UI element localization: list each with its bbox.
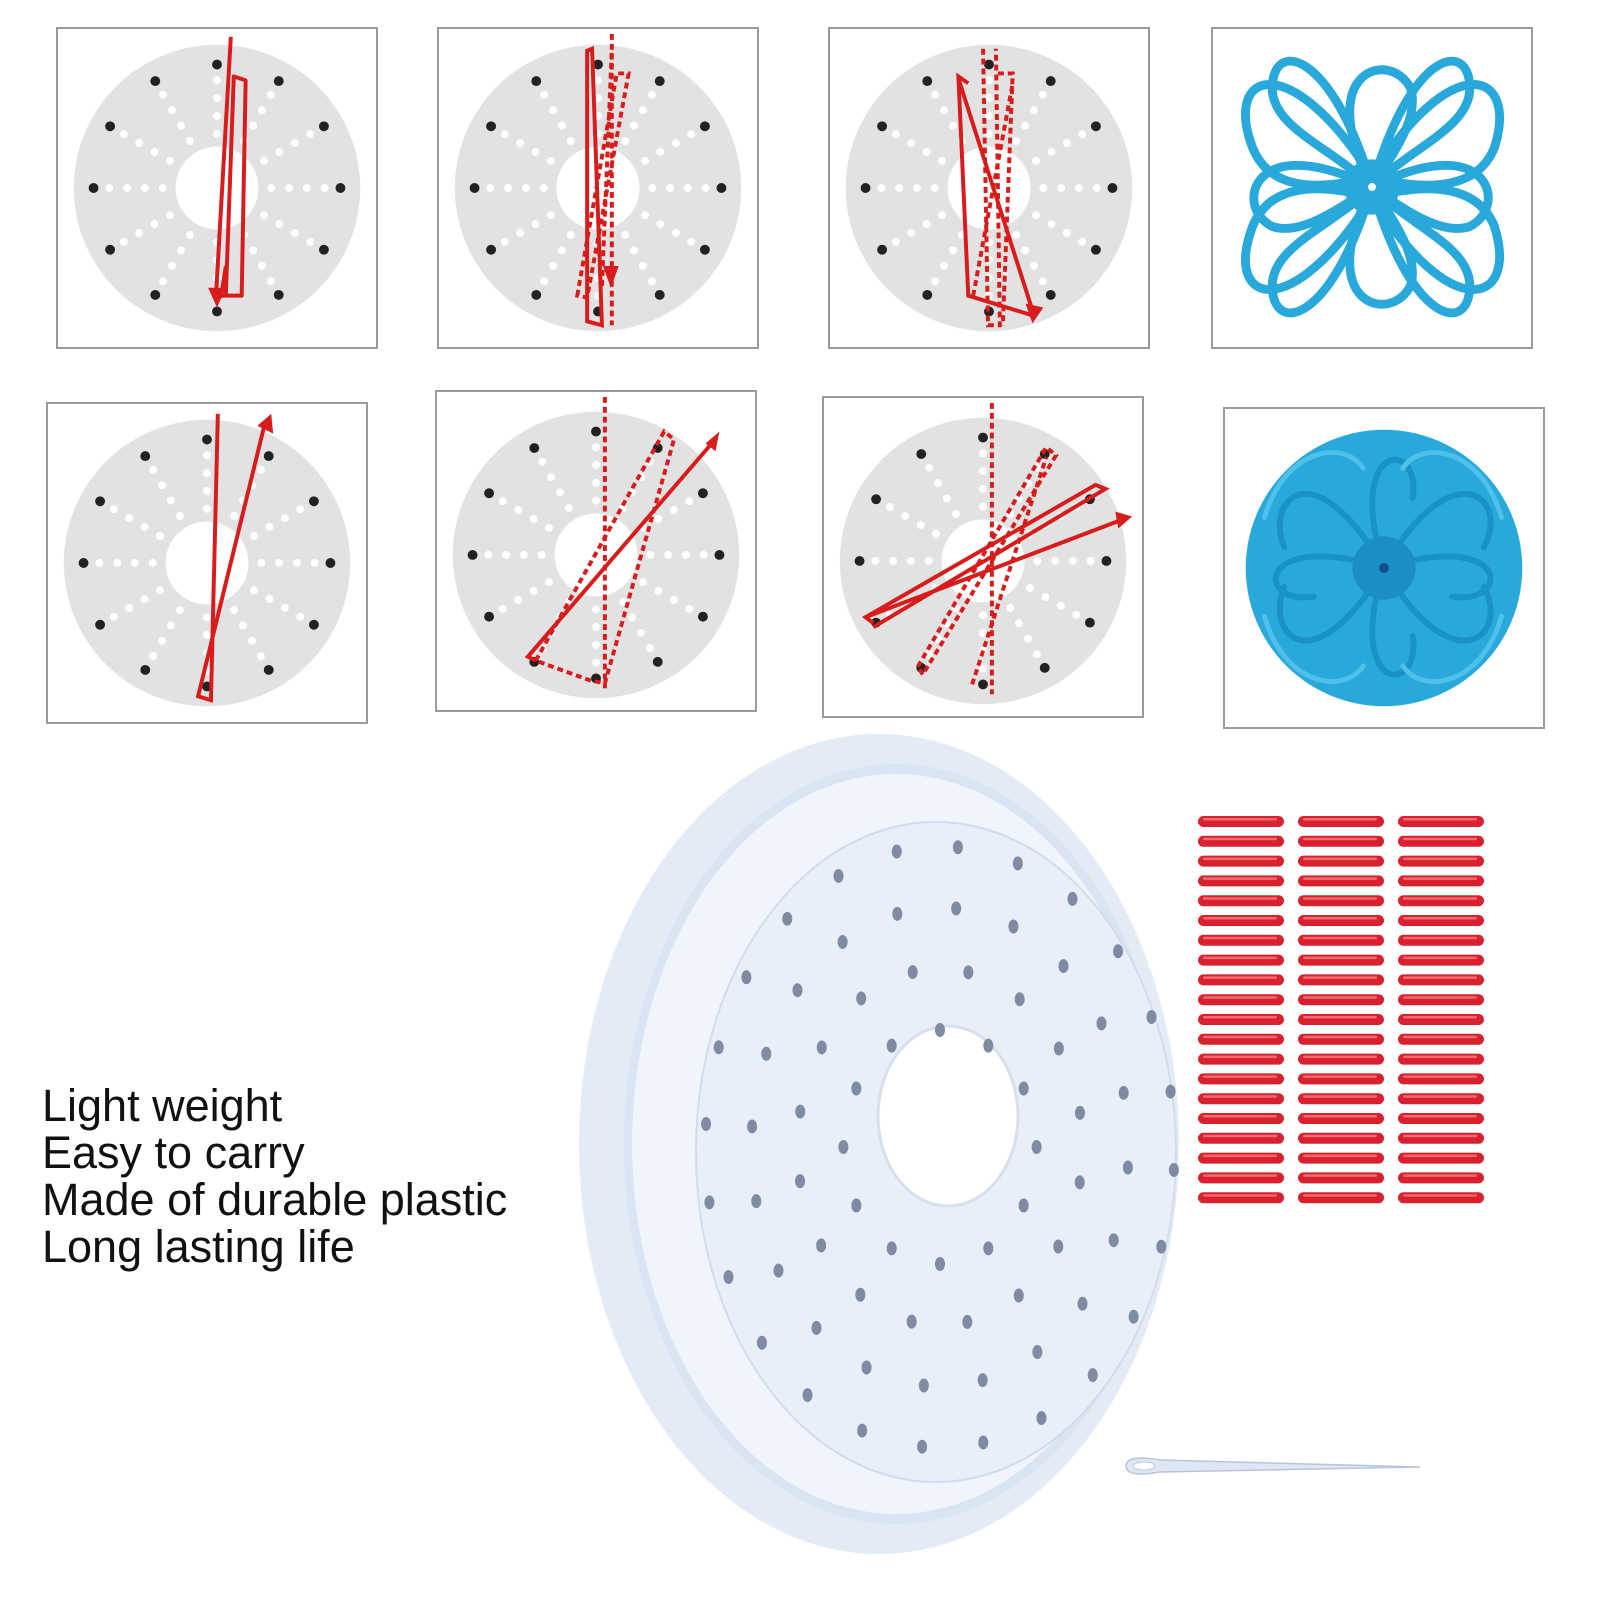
- red-pin: [1298, 895, 1384, 907]
- red-pin: [1398, 855, 1484, 867]
- red-pin: [1398, 1113, 1484, 1124]
- red-pins: [1195, 812, 1490, 1212]
- pompom-round-photo: [1245, 429, 1523, 707]
- red-pin: [1198, 1172, 1284, 1184]
- red-pin: [1298, 1132, 1384, 1144]
- red-pin: [1398, 1053, 1484, 1065]
- red-pin: [1198, 974, 1284, 986]
- red-pin: [1298, 974, 1384, 986]
- feature-item: Easy to carry: [42, 1127, 305, 1178]
- loom-disc: [578, 732, 1180, 1556]
- red-pin: [1298, 855, 1384, 867]
- red-pin: [1298, 1192, 1384, 1204]
- red-pin: [1398, 1172, 1484, 1184]
- red-pin: [1398, 1033, 1484, 1045]
- red-pin: [1398, 1014, 1484, 1025]
- yarn-needle: [1120, 1448, 1425, 1482]
- feature-item: Long lasting life: [42, 1221, 355, 1272]
- red-pin: [1198, 1073, 1284, 1085]
- red-pin: [1398, 1093, 1484, 1105]
- red-pin: [1398, 1152, 1484, 1164]
- red-pin: [1198, 954, 1284, 966]
- red-pin: [1298, 994, 1384, 1006]
- red-pin: [1298, 915, 1384, 926]
- red-pin: [1298, 1093, 1384, 1105]
- red-pin: [1198, 895, 1284, 907]
- red-pin: [1398, 895, 1484, 907]
- red-pin: [1298, 816, 1384, 827]
- pattern-diagram-icon: [63, 413, 351, 707]
- red-pin: [1398, 835, 1484, 847]
- feature-item: Light weight: [42, 1080, 283, 1131]
- pompom-square-photo: [1241, 56, 1504, 318]
- red-pin: [1298, 1073, 1384, 1085]
- pompom-square-result: [1211, 27, 1533, 349]
- pattern-diagram-icon: [73, 36, 361, 332]
- red-pin: [1398, 915, 1484, 926]
- step-diagram-row1-1: [56, 27, 378, 349]
- red-pin: [1298, 875, 1384, 887]
- red-pin: [1198, 994, 1284, 1006]
- red-pin: [1198, 875, 1284, 887]
- red-pin: [1198, 1192, 1284, 1204]
- red-pin: [1198, 1053, 1284, 1065]
- red-pin: [1298, 1014, 1384, 1025]
- feature-item: Made of durable plastic: [42, 1174, 508, 1225]
- red-pin: [1298, 835, 1384, 847]
- red-pin: [1398, 1073, 1484, 1085]
- red-pin: [1198, 816, 1284, 827]
- red-pin: [1298, 934, 1384, 946]
- pompom-round-result: [1223, 407, 1545, 729]
- red-pins-illustration: [1198, 816, 1484, 1204]
- step-diagram-row1-2: [437, 27, 759, 349]
- red-pin: [1198, 934, 1284, 946]
- red-pin: [1398, 934, 1484, 946]
- red-pin: [1398, 1132, 1484, 1144]
- red-pin: [1398, 1192, 1484, 1204]
- red-pin: [1398, 994, 1484, 1006]
- red-pin: [1398, 974, 1484, 986]
- pattern-diagram-icon: [452, 396, 740, 699]
- loom-disc-illustration: [579, 734, 1179, 1554]
- red-pin: [1398, 954, 1484, 966]
- step-diagram-row2-1: [46, 402, 368, 724]
- red-pin: [1198, 1033, 1284, 1045]
- red-pin: [1298, 1172, 1384, 1184]
- red-pin: [1298, 1113, 1384, 1124]
- step-diagram-row1-3: [828, 27, 1150, 349]
- pattern-diagram-icon: [454, 33, 742, 332]
- step-diagram-row2-3: [822, 396, 1144, 718]
- red-pin: [1198, 1113, 1284, 1124]
- pattern-diagram-icon: [845, 44, 1133, 332]
- step-diagram-row2-2: [435, 390, 757, 712]
- red-pin: [1198, 835, 1284, 847]
- red-pin: [1398, 816, 1484, 827]
- red-pin: [1398, 875, 1484, 887]
- red-pin: [1198, 1014, 1284, 1025]
- pattern-diagram-icon: [839, 402, 1133, 705]
- red-pin: [1198, 1152, 1284, 1164]
- red-pin: [1298, 1152, 1384, 1164]
- feature-list: Light weight Easy to carry Made of durab…: [42, 1082, 507, 1270]
- red-pin: [1198, 855, 1284, 867]
- yarn-needle-illustration: [1125, 1457, 1421, 1475]
- red-pin: [1198, 1132, 1284, 1144]
- red-pin: [1298, 1053, 1384, 1065]
- red-pin: [1198, 1093, 1284, 1105]
- red-pin: [1298, 1033, 1384, 1045]
- red-pin: [1198, 915, 1284, 926]
- red-pin: [1298, 954, 1384, 966]
